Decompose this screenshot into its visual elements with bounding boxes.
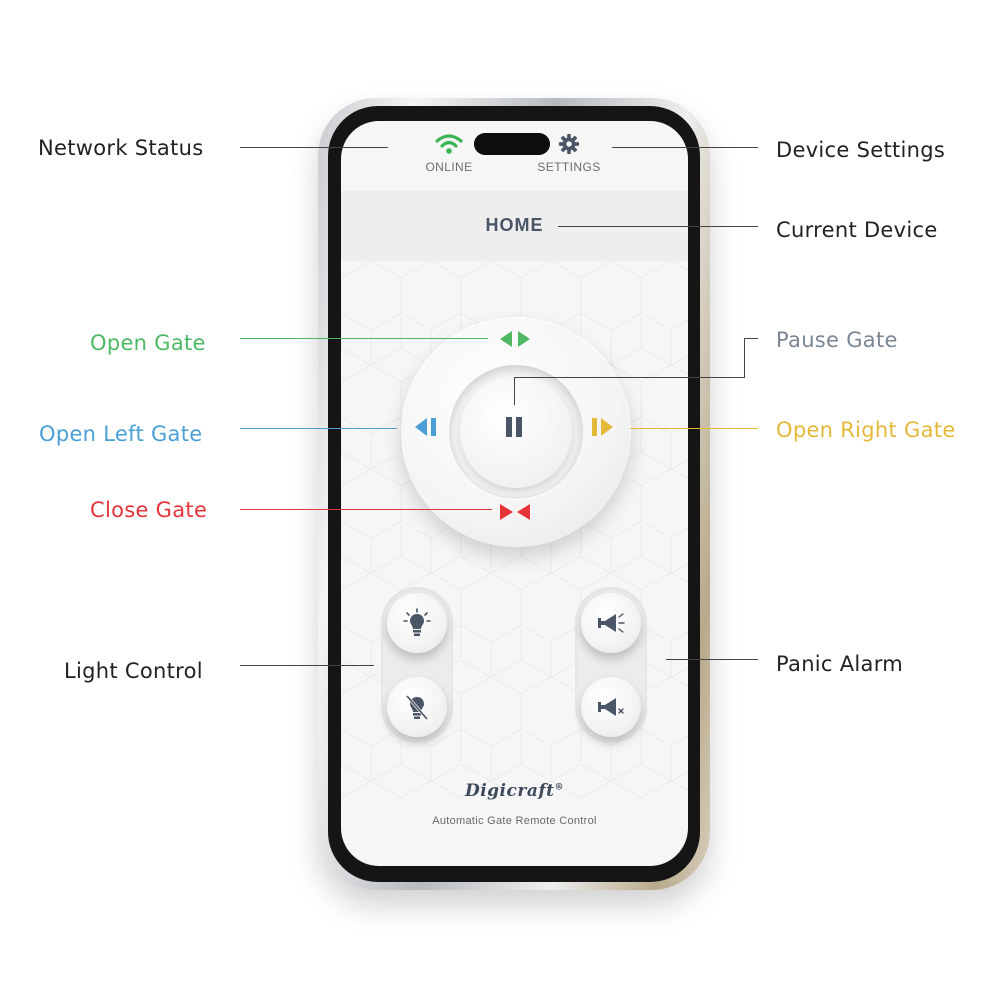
leader-current-device [558,226,758,227]
brand-name: Digicraft [464,781,555,801]
light-on-button[interactable] [387,593,447,653]
current-device-name[interactable]: HOME [485,215,544,235]
open-left-gate-button[interactable] [413,415,439,439]
close-gate-button[interactable] [498,501,532,523]
callout-pause-gate: Pause Gate [776,328,898,352]
online-label: ONLINE [425,160,473,174]
network-status[interactable]: ONLINE [421,133,477,174]
brand-logo: Digicraft® [341,781,688,801]
leader-pause-gate-vertical [744,338,745,378]
horn-mute-icon [598,698,624,716]
leader-network-status [240,147,388,148]
alarm-on-button[interactable] [581,593,641,653]
callout-open-gate: Open Gate [90,331,206,355]
leader-pause-gate-top [744,338,758,339]
pause-icon [506,417,522,437]
leader-open-left-gate [240,428,397,429]
alarm-off-button[interactable] [581,677,641,737]
callout-light-control: Light Control [64,659,203,683]
callout-network-status: Network Status [38,136,204,160]
horn-on-icon [598,613,625,633]
camera-notch [474,133,550,155]
leader-pause-gate-drop [514,377,515,405]
open-left-arrow-icon [415,418,436,436]
settings-label: SETTINGS [537,160,601,174]
leader-close-gate [240,509,492,510]
open-gate-button[interactable] [498,328,532,350]
callout-open-right-gate: Open Right Gate [776,418,956,442]
settings-button[interactable]: SETTINGS [537,133,601,174]
callout-panic-alarm: Panic Alarm [776,652,904,676]
close-gate-bowtie-icon [500,504,530,520]
light-bulb-on-icon [403,608,431,636]
light-off-button[interactable] [387,677,447,737]
leader-pause-gate-horizontal [514,377,745,378]
leader-open-right-gate [630,428,758,429]
light-bulb-off-icon [405,695,429,720]
callout-open-left-gate: Open Left Gate [39,422,203,446]
leader-device-settings [612,147,758,148]
gear-icon [558,133,580,155]
callout-close-gate: Close Gate [90,498,208,522]
callout-device-settings: Device Settings [776,138,946,162]
callout-current-device: Current Device [776,218,938,242]
leader-open-gate [240,338,488,339]
app-screen: ONLINE SETTINGS HOME [341,121,688,866]
brand-tagline: Automatic Gate Remote Control [432,815,597,827]
registered-mark: ® [554,782,565,793]
pause-gate-button[interactable] [502,414,526,440]
open-gate-arrows-icon [500,331,530,347]
leader-panic-alarm [666,659,758,660]
leader-light-control [240,665,374,666]
wifi-icon [435,134,463,154]
open-right-gate-button[interactable] [589,415,615,439]
open-right-arrow-icon [592,418,613,436]
